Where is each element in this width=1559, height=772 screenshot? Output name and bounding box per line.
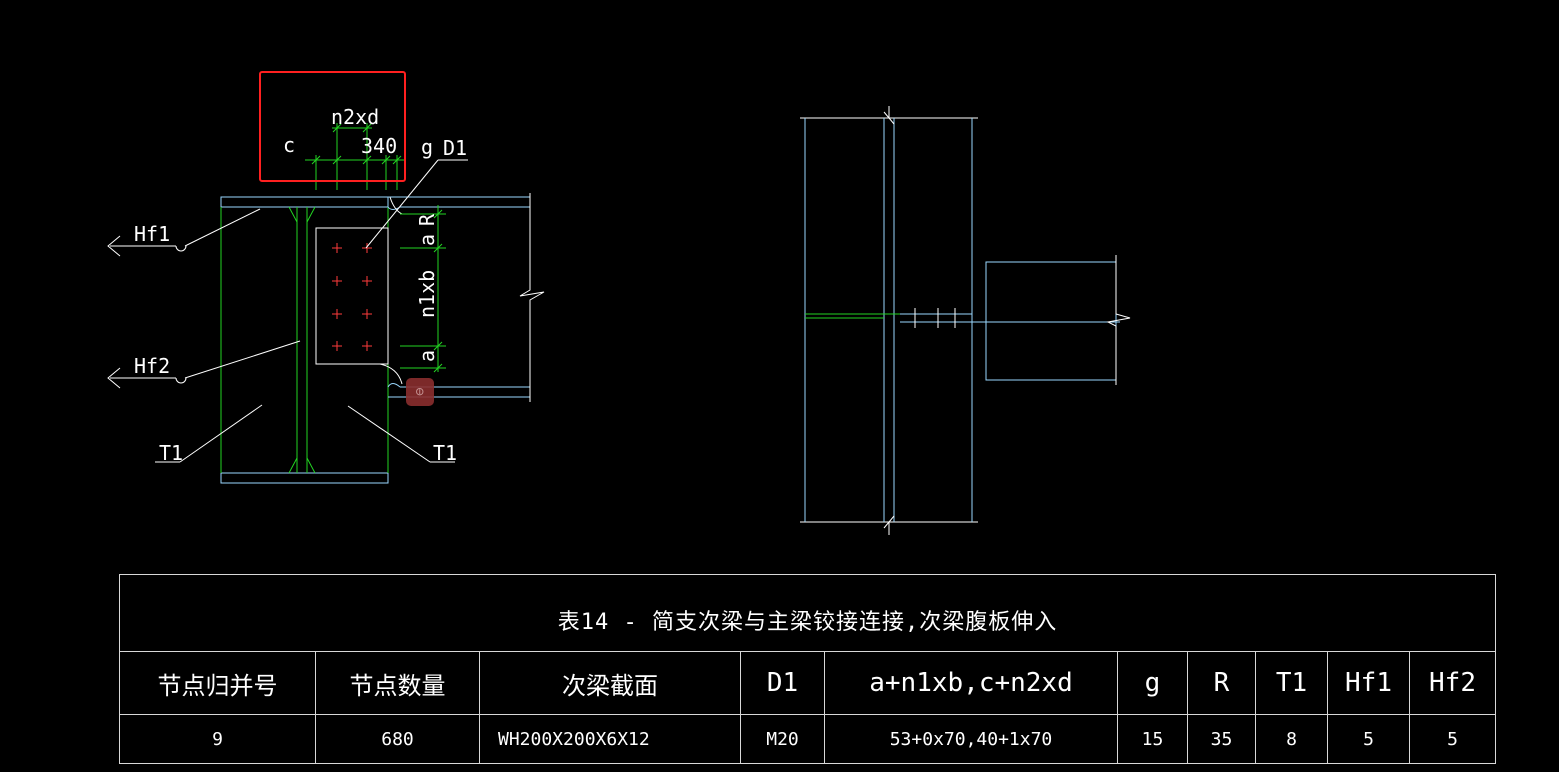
label-n1xb: n1xb xyxy=(415,270,439,318)
node-table[interactable]: 表14 - 简支次梁与主梁铰接连接,次梁腹板伸入 节点归并号 节点数量 次梁截面… xyxy=(118,574,1497,764)
label-a-bottom: a xyxy=(415,350,439,362)
cell-beam-section: WH200X200X6X12 xyxy=(479,714,741,764)
grip-icon[interactable]: ⊘ xyxy=(406,378,434,406)
label-t1-right: T1 xyxy=(433,441,457,465)
label-hf2: Hf2 xyxy=(134,354,170,378)
header-t1: T1 xyxy=(1255,651,1328,715)
cell-d1: M20 xyxy=(740,714,825,764)
label-d1: D1 xyxy=(443,136,467,160)
column-section[interactable] xyxy=(220,193,545,484)
header-hf1: Hf1 xyxy=(1327,651,1410,715)
cell-t1: 8 xyxy=(1255,714,1328,764)
label-t1-left: T1 xyxy=(159,441,183,465)
cell-hf1: 5 xyxy=(1327,714,1410,764)
label-a-top: a xyxy=(415,234,439,246)
header-r: R xyxy=(1187,651,1256,715)
side-dimension-chain[interactable] xyxy=(400,205,446,373)
label-r: R xyxy=(415,213,439,226)
header-hf2: Hf2 xyxy=(1408,651,1497,715)
header-node-merge-no: 节点归并号 xyxy=(119,651,316,715)
leader-lines xyxy=(107,159,468,463)
label-n2xd: n2xd xyxy=(331,105,379,129)
label-c: c xyxy=(283,133,295,157)
cell-node-count: 680 xyxy=(315,714,480,764)
header-g: g xyxy=(1117,651,1188,715)
cell-node-merge-no: 9 xyxy=(119,714,316,764)
label-340: 340 xyxy=(361,134,397,158)
top-dimension-chain[interactable] xyxy=(305,123,406,190)
header-beam-section: 次梁截面 xyxy=(479,651,741,715)
table-row[interactable]: 9 680 WH200X200X6X12 M20 53+0x70,40+1x70… xyxy=(119,714,1497,764)
cell-hf2: 5 xyxy=(1408,714,1497,764)
selection-rectangle[interactable] xyxy=(259,71,406,182)
label-g: g xyxy=(421,135,433,159)
cell-r: 35 xyxy=(1187,714,1256,764)
cell-dims: 53+0x70,40+1x70 xyxy=(824,714,1118,764)
header-dims: a+n1xb,c+n2xd xyxy=(824,651,1118,715)
cell-g: 15 xyxy=(1117,714,1188,764)
label-hf1: Hf1 xyxy=(134,222,170,246)
table-title: 表14 - 简支次梁与主梁铰接连接,次梁腹板伸入 xyxy=(118,574,1497,652)
bolt-group[interactable] xyxy=(332,243,372,351)
header-node-count: 节点数量 xyxy=(315,651,480,715)
elevation-view[interactable] xyxy=(800,106,1131,535)
header-d1: D1 xyxy=(740,651,825,715)
